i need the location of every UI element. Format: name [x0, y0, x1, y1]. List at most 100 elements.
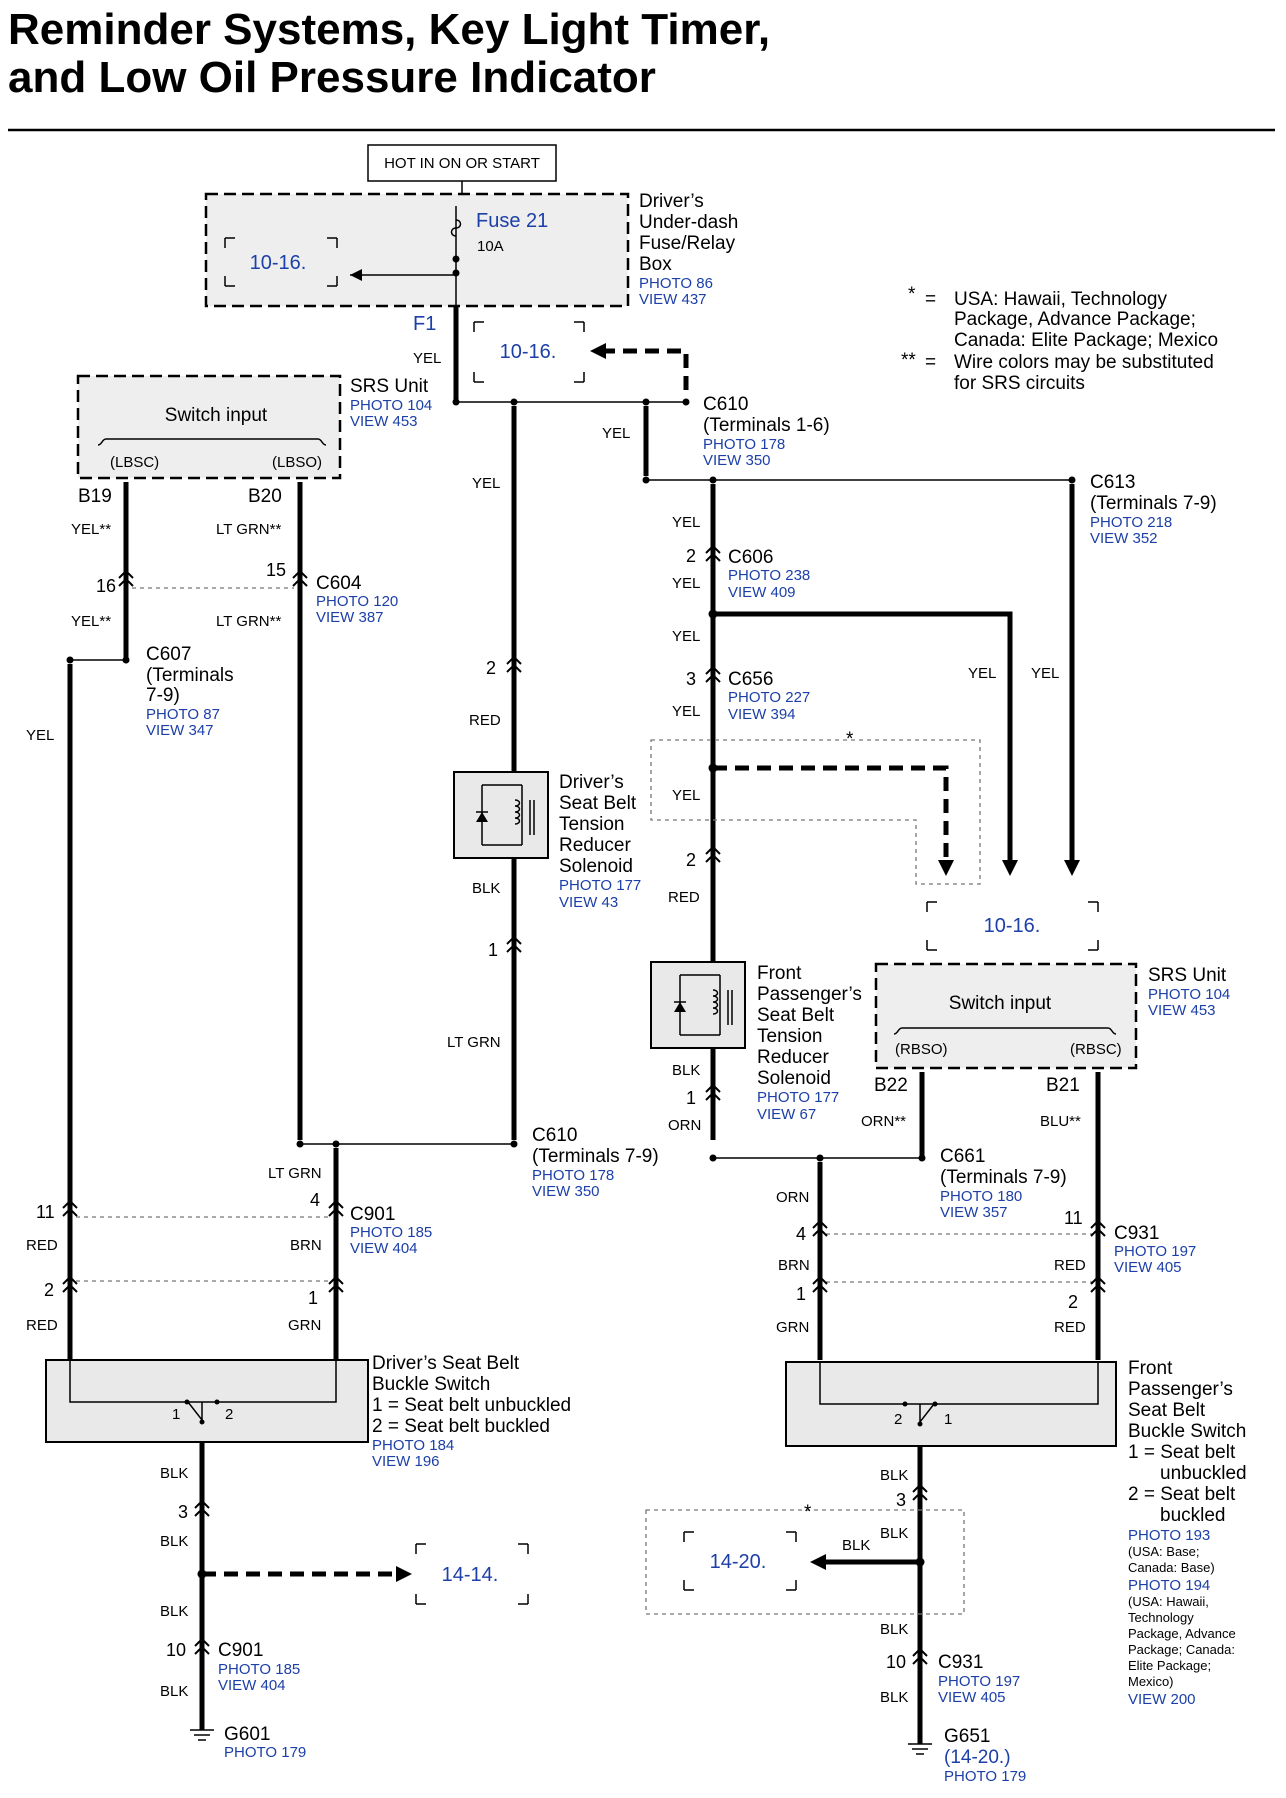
- svg-text:C606: C606: [728, 547, 773, 568]
- svg-text:PHOTO 120: PHOTO 120: [316, 593, 398, 610]
- wire-label: BLK: [160, 1683, 188, 1700]
- svg-text:PHOTO 178: PHOTO 178: [703, 436, 785, 453]
- srs-right-label: SRS Unit PHOTO 104 VIEW 453: [1148, 965, 1230, 1019]
- wire-label: LT GRN: [447, 1034, 501, 1051]
- wire-label: BLK: [160, 1603, 188, 1620]
- svg-text:C607: C607: [146, 644, 191, 665]
- svg-text:PHOTO 227: PHOTO 227: [728, 689, 810, 706]
- ref-14-20: 14-20.: [710, 1551, 767, 1573]
- fuse-name: Fuse 21: [476, 210, 548, 232]
- svg-text:SRS Unit: SRS Unit: [350, 376, 429, 397]
- svg-text:PHOTO 179: PHOTO 179: [944, 1768, 1026, 1785]
- connector-c931-b: C931 PHOTO 197 VIEW 405: [938, 1652, 1020, 1706]
- svg-text:Canada: Elite Package; Mexico: Canada: Elite Package; Mexico: [954, 330, 1218, 351]
- connector-mark: [118, 569, 134, 587]
- ref-bracket: [683, 1531, 797, 1591]
- wire-label: RED: [1054, 1319, 1086, 1336]
- driver-buckle-switch: [45, 1359, 369, 1443]
- svg-text:Driver’s: Driver’s: [639, 191, 704, 212]
- switch-icon: [902, 1401, 938, 1427]
- svg-text:PHOTO 177: PHOTO 177: [757, 1089, 839, 1106]
- svg-text:Driver’s: Driver’s: [559, 772, 624, 793]
- pin: 4: [796, 1224, 806, 1244]
- wire-label: LT GRN**: [216, 613, 281, 630]
- svg-text:(Terminals: (Terminals: [146, 665, 234, 686]
- svg-text:PHOTO 197: PHOTO 197: [938, 1673, 1020, 1690]
- fuse-box-label: Driver’s Under-dash Fuse/Relay Box PHOTO…: [639, 191, 738, 308]
- connector-mark: [194, 1637, 210, 1655]
- svg-text:VIEW 357: VIEW 357: [940, 1204, 1008, 1221]
- svg-text:C931: C931: [1114, 1223, 1159, 1244]
- svg-text:VIEW 350: VIEW 350: [532, 1183, 600, 1200]
- srs-right-pin-a: (RBSO): [895, 1041, 948, 1058]
- title-line-2: and Low Oil Pressure Indicator: [8, 53, 656, 102]
- svg-text:2 = Seat belt: 2 = Seat belt: [1128, 1484, 1236, 1505]
- connector-c610-a: C610 (Terminals 1-6) PHOTO 178 VIEW 350: [703, 394, 830, 469]
- legend: * = USA: Hawaii, Technology Package, Adv…: [901, 284, 1218, 394]
- wire-label: LT GRN: [268, 1165, 322, 1182]
- svg-text:Driver’s Seat Belt: Driver’s Seat Belt: [372, 1353, 520, 1374]
- driver-buckle-label: Driver’s Seat Belt Buckle Switch 1 = Sea…: [372, 1353, 571, 1470]
- wire-label: BLK: [472, 880, 500, 897]
- solenoid-icon: [674, 974, 733, 1036]
- connector-c656: C656 PHOTO 227 VIEW 394: [728, 669, 810, 723]
- pin: 2: [686, 850, 696, 870]
- pin: 11: [1064, 1208, 1083, 1228]
- wire-label: YEL**: [71, 613, 111, 630]
- connector-mark: [194, 1499, 210, 1517]
- srs-right-term-b: B21: [1046, 1075, 1080, 1096]
- arrow-icon: [1064, 860, 1080, 876]
- pin: 2: [686, 546, 696, 566]
- svg-text:C661: C661: [940, 1146, 985, 1167]
- svg-text:C656: C656: [728, 669, 773, 690]
- wire-label: YEL: [672, 787, 700, 804]
- srs-right-title: Switch input: [949, 993, 1052, 1014]
- wire-label: YEL: [968, 665, 996, 682]
- svg-text:*: *: [908, 284, 916, 305]
- option-box: [650, 739, 981, 885]
- svg-text:Reducer: Reducer: [559, 835, 631, 856]
- ref-bracket: [473, 321, 585, 383]
- wire-label: BRN: [290, 1237, 322, 1254]
- svg-text:Passenger’s: Passenger’s: [757, 984, 862, 1005]
- svg-text:Seat Belt: Seat Belt: [757, 1005, 835, 1026]
- connector-c610-b: C610 (Terminals 7-9) PHOTO 178 VIEW 350: [532, 1125, 659, 1200]
- arrow-icon: [350, 269, 362, 281]
- pin: 2: [486, 658, 496, 678]
- pin: 2: [1068, 1292, 1078, 1312]
- srs-left-term-b: B20: [248, 486, 282, 507]
- svg-text:C901: C901: [218, 1640, 263, 1661]
- switch-icon: [184, 1399, 220, 1425]
- wire-label: ORN**: [861, 1113, 906, 1130]
- wire-label: RED: [26, 1237, 58, 1254]
- pin: 3: [686, 669, 696, 689]
- pin: 15: [266, 560, 286, 580]
- arrow-icon: [810, 1554, 826, 1570]
- svg-text:(14-20.): (14-20.): [944, 1747, 1011, 1768]
- connector-mark: [1090, 1275, 1106, 1293]
- wire-label: GRN: [288, 1317, 321, 1334]
- pin: 3: [178, 1502, 188, 1522]
- connector-c604: C604 PHOTO 120 VIEW 387: [316, 573, 398, 626]
- svg-text:2 = Seat belt buckled: 2 = Seat belt buckled: [372, 1416, 550, 1437]
- wire-label: ORN: [776, 1189, 809, 1206]
- svg-text:1: 1: [172, 1406, 180, 1423]
- svg-text:C604: C604: [316, 573, 362, 594]
- svg-text:C613: C613: [1090, 472, 1135, 493]
- wire-label: YEL: [672, 514, 700, 531]
- svg-text:USA: Hawaii, Technology: USA: Hawaii, Technology: [954, 289, 1167, 310]
- connector-c931-a: C931 PHOTO 197 VIEW 405: [1114, 1223, 1196, 1276]
- wire-label: RED: [668, 889, 700, 906]
- svg-text:Package, Advance Package;: Package, Advance Package;: [954, 309, 1196, 330]
- wire-label: BLU**: [1040, 1113, 1081, 1130]
- svg-text:Seat Belt: Seat Belt: [1128, 1400, 1206, 1421]
- connector-chevrons: [62, 544, 1106, 1665]
- ref-14-14: 14-14.: [442, 1564, 499, 1586]
- wire-label: YEL: [672, 628, 700, 645]
- connector-c901-a: C901 PHOTO 185 VIEW 404: [350, 1204, 432, 1257]
- arrow-icon: [396, 1566, 412, 1582]
- pin: 3: [896, 1490, 906, 1510]
- svg-text:2: 2: [894, 1411, 902, 1428]
- svg-text:(Terminals 7-9): (Terminals 7-9): [532, 1146, 659, 1167]
- fuse-ref: 10-16.: [250, 252, 307, 274]
